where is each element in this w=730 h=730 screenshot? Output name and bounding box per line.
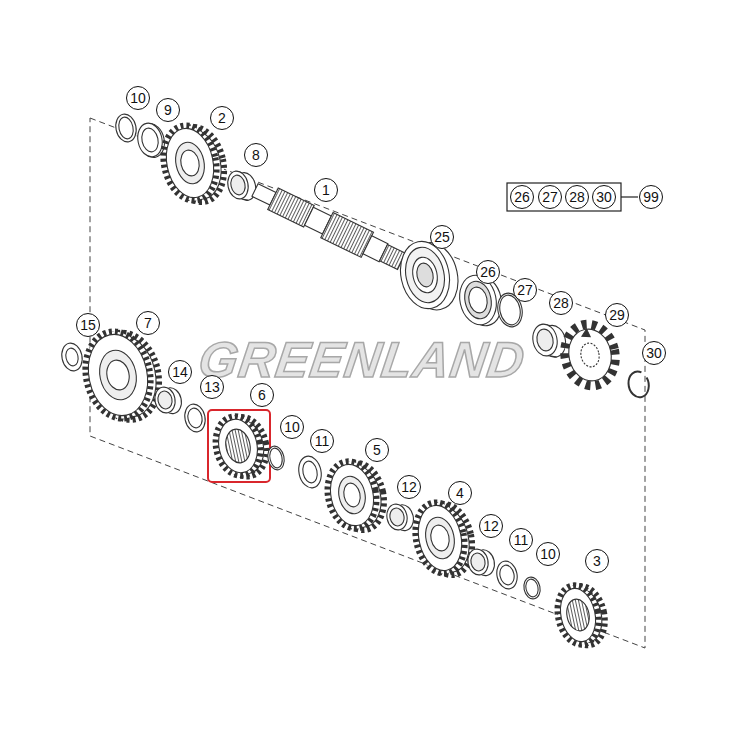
sprocket-29 xyxy=(559,319,621,390)
callout-number: 27 xyxy=(513,278,537,302)
watermark: GREENLAND xyxy=(195,331,529,389)
callout-number: 5 xyxy=(365,438,389,462)
callout-number: 27 xyxy=(538,185,562,209)
callout-number: 11 xyxy=(310,429,334,453)
callout-number: 1 xyxy=(314,178,338,202)
kit-box xyxy=(507,183,621,211)
ring-10 xyxy=(113,112,138,144)
bushing-12 xyxy=(385,501,416,534)
ring-10 xyxy=(266,445,287,472)
callout-number: 13 xyxy=(200,375,224,399)
callout-number: 26 xyxy=(510,185,534,209)
gear-2 xyxy=(157,119,231,209)
gear-5 xyxy=(321,455,390,536)
callout-number: 14 xyxy=(168,360,192,384)
gear-7 xyxy=(78,324,167,428)
ring-10 xyxy=(522,576,542,601)
callout-number: 28 xyxy=(565,185,589,209)
washer-15 xyxy=(59,341,84,373)
washer-11 xyxy=(494,559,519,591)
kit-leader xyxy=(621,196,638,197)
highlight-box xyxy=(208,410,270,482)
bushing-14 xyxy=(153,384,184,417)
callout-number: 9 xyxy=(156,98,180,122)
callout-number: 10 xyxy=(536,542,560,566)
callout-number: 4 xyxy=(448,481,472,505)
callout-number: 28 xyxy=(549,291,573,315)
callout-number: 2 xyxy=(210,106,234,130)
callout-number: 30 xyxy=(592,185,616,209)
gear-3 xyxy=(552,580,610,650)
callout-number: 30 xyxy=(642,341,666,365)
callout-number: 25 xyxy=(430,225,454,249)
gear-6 xyxy=(210,411,272,482)
circlip-30 xyxy=(626,370,651,400)
shaft-1 xyxy=(249,177,408,274)
callout-number: 12 xyxy=(397,475,421,499)
callout-number: 29 xyxy=(605,303,629,327)
callout-number: 10 xyxy=(280,415,304,439)
washer-11 xyxy=(296,454,324,490)
washer-13 xyxy=(182,402,207,434)
bearing-25 xyxy=(394,235,464,316)
callout-number: 12 xyxy=(479,514,503,538)
callout-number: 6 xyxy=(250,383,274,407)
callout-number: 26 xyxy=(476,260,500,284)
gear-4 xyxy=(409,496,478,581)
bushing-8 xyxy=(225,168,258,204)
assembly-outline xyxy=(90,118,645,648)
callout-number: 10 xyxy=(126,86,150,110)
callout-number: 99 xyxy=(639,185,663,209)
bushing-12 xyxy=(466,546,497,579)
callout-number: 8 xyxy=(244,143,268,167)
callout-number: 7 xyxy=(136,311,160,335)
callout-number: 15 xyxy=(76,313,100,337)
callout-number: 11 xyxy=(509,528,533,552)
callout-number: 3 xyxy=(585,549,609,573)
